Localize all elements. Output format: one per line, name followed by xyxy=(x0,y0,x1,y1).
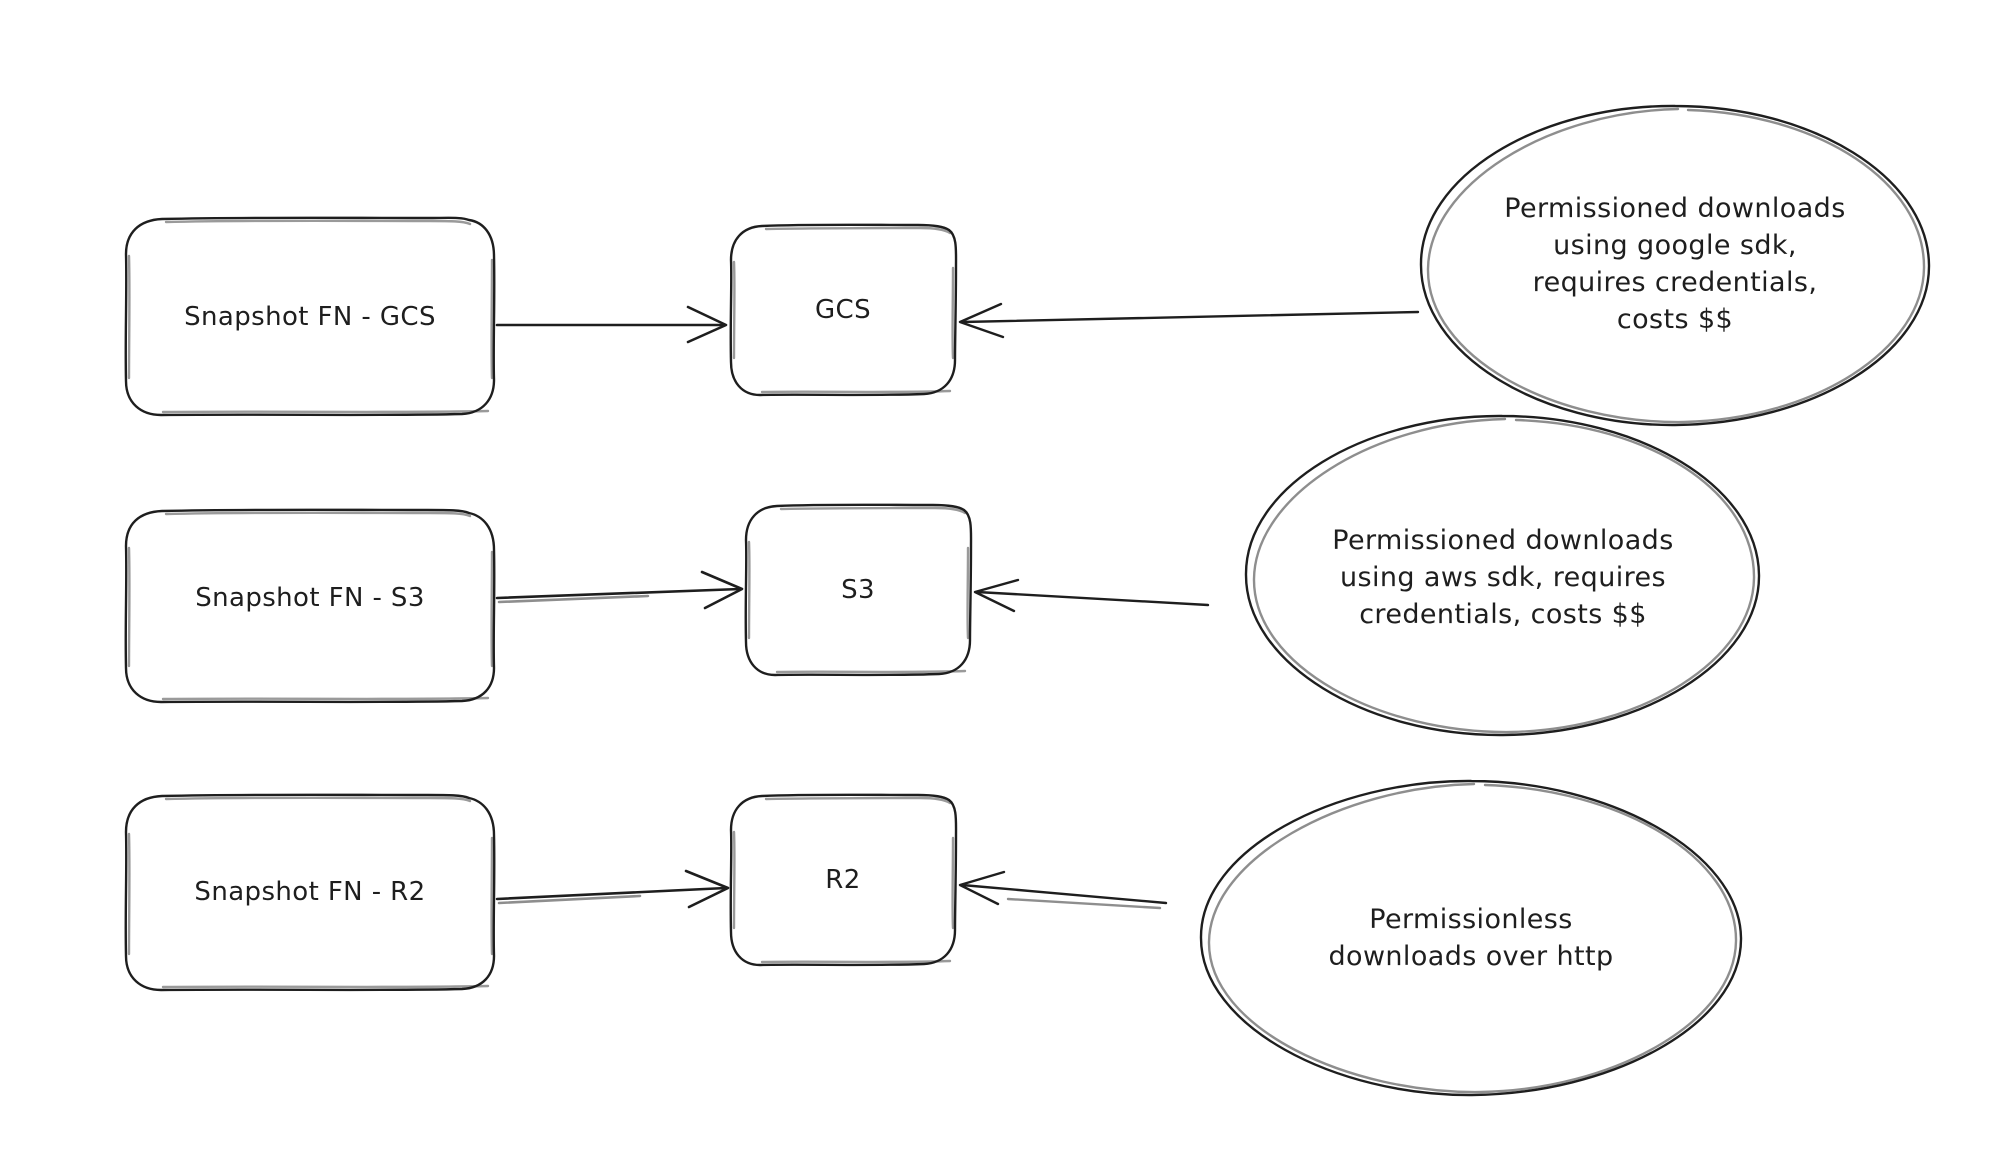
shape-gcs xyxy=(729,223,958,397)
node-snapshot-fn-s3[interactable] xyxy=(125,510,495,702)
node-snapshot-fn-r2[interactable] xyxy=(125,795,495,991)
node-gcs[interactable] xyxy=(730,225,956,395)
shape-snapshot-fn-s3 xyxy=(124,508,496,704)
node-note-r2[interactable] xyxy=(1200,780,1742,1096)
arrow-note-gcs-to-gcs xyxy=(958,302,1420,339)
arrow-note-r2-to-r2 xyxy=(958,870,1168,910)
node-s3[interactable] xyxy=(745,505,971,675)
shape-note-s3 xyxy=(1244,414,1761,737)
node-note-gcs[interactable] xyxy=(1420,105,1930,426)
arrow-note-s3-to-s3 xyxy=(973,578,1210,613)
node-r2[interactable] xyxy=(730,795,956,965)
shape-note-gcs xyxy=(1419,104,1931,427)
shape-s3 xyxy=(744,503,973,677)
node-note-s3[interactable] xyxy=(1245,415,1760,736)
shape-snapshot-fn-r2 xyxy=(124,793,496,992)
arrow-snapshot-r2-to-r2 xyxy=(495,869,730,909)
shape-snapshot-fn-gcs xyxy=(124,216,496,417)
node-snapshot-fn-gcs[interactable] xyxy=(125,218,495,416)
shape-r2 xyxy=(729,793,958,967)
arrow-snapshot-s3-to-s3 xyxy=(495,570,744,610)
arrow-snapshot-gcs-to-gcs xyxy=(495,305,728,344)
shape-note-r2 xyxy=(1199,779,1743,1097)
